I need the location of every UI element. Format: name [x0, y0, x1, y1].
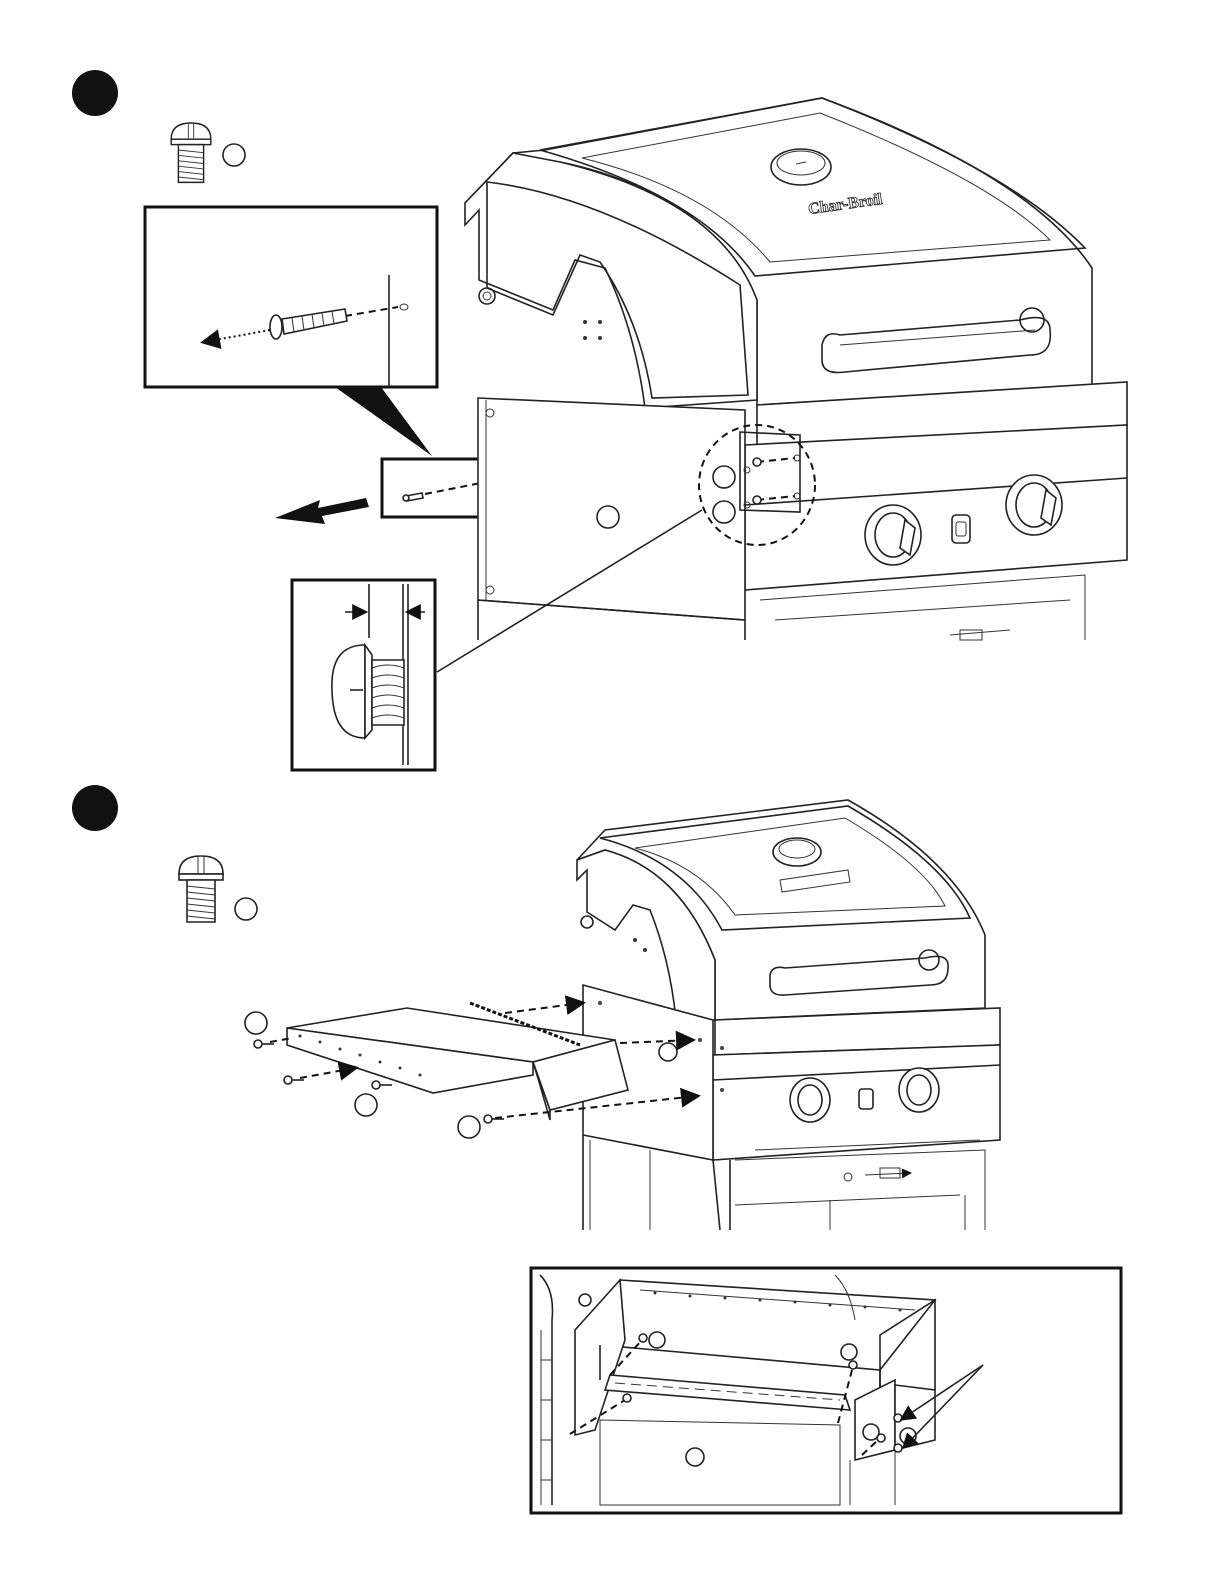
control-knob [899, 1068, 939, 1112]
callout-circle [458, 1116, 480, 1138]
callout-pointer [335, 387, 432, 456]
detail-box-screw-gap [292, 580, 435, 770]
callout-circle [355, 1094, 377, 1116]
grill-illustration-step-2 [577, 800, 1000, 1230]
direction-arrow-icon [275, 498, 369, 524]
screw-icon [270, 309, 347, 339]
callout-circle [223, 144, 245, 166]
control-knob [790, 1078, 830, 1122]
detail-box-screw-removal [145, 207, 437, 387]
step-marker-2 [72, 785, 118, 831]
detail-box-shelf-underside [531, 1268, 1121, 1513]
grill-illustration-step-1: Char-Broil [465, 98, 1127, 640]
control-knob [1006, 475, 1062, 535]
side-shelf [287, 1003, 628, 1120]
control-knob [865, 505, 921, 565]
step-marker-1 [72, 70, 118, 116]
igniter-button [952, 515, 970, 543]
callout-circle [235, 898, 257, 920]
callout-circle [245, 1012, 267, 1034]
screw-icon [171, 123, 211, 182]
igniter-button [859, 1089, 873, 1109]
screw-icon [179, 856, 223, 922]
